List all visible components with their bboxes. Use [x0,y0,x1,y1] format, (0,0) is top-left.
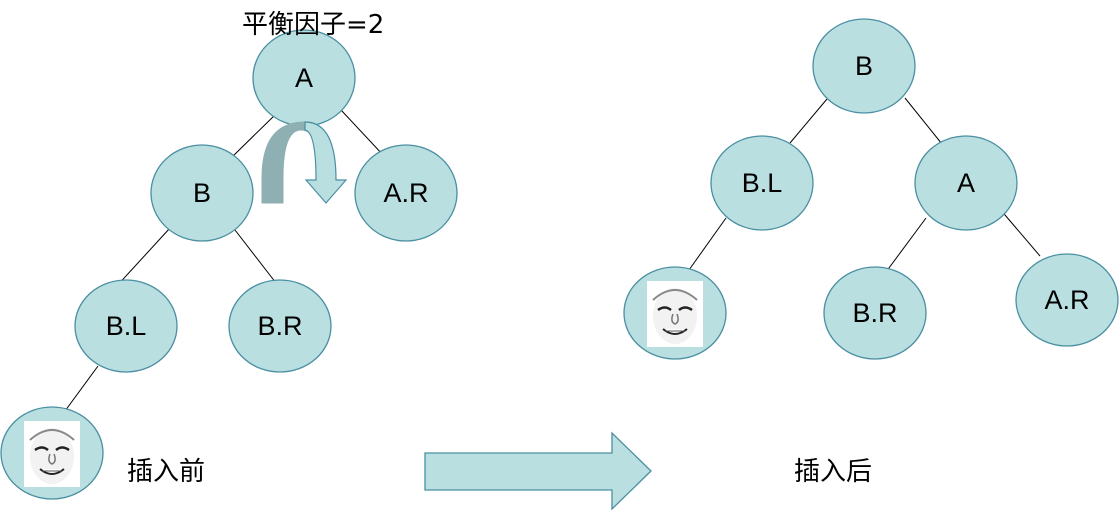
node-label: A [295,63,313,93]
node-label: B [193,178,211,208]
edge-a-b [231,111,279,158]
node-b: B [150,144,254,242]
after-tree: B B.L A B.R A.R [623,18,1119,360]
before-tree: A B A.R B.L B.R [0,29,458,500]
node-label: B.L [742,168,783,198]
node-new-after [623,266,727,360]
node-new-before [0,406,104,500]
before-edges [64,109,385,412]
edge-b-bl [114,227,171,289]
face-image-icon [645,279,705,349]
node-label: A.R [1044,285,1089,315]
node-br: B.R [228,279,332,373]
node-bl: B.L [710,135,814,231]
node-label: B.R [852,298,897,328]
node-label: B [855,51,873,81]
right-arrow-icon [424,431,652,511]
node-ar: A.R [354,144,458,242]
node-label: A [957,168,975,198]
caption-before: 插入前 [127,457,205,487]
caption-after: 插入后 [794,457,872,487]
node-label: B.L [106,311,147,341]
edge-a-ar [998,207,1041,257]
after-edges [688,97,1041,273]
edge-b-br [234,229,277,284]
node-label: B.R [257,311,302,341]
curved-rotation-arrow-icon [261,121,348,204]
edge-a-br [885,217,927,273]
edge-bl-new [688,217,727,271]
balance-factor-label: 平衡因子=2 [242,10,384,40]
node-a: A [914,135,1018,231]
edge-bl-new [64,365,99,412]
node-label: A.R [383,178,428,208]
edge-b-a [904,97,943,145]
node-ar: A.R [1015,253,1119,347]
node-br: B.R [823,266,927,360]
node-a: A [252,29,356,127]
face-image-icon [22,419,82,489]
node-bl: B.L [74,279,178,373]
node-b: B [812,18,916,114]
edge-a-ar [340,109,385,157]
edge-b-bl [789,98,828,144]
